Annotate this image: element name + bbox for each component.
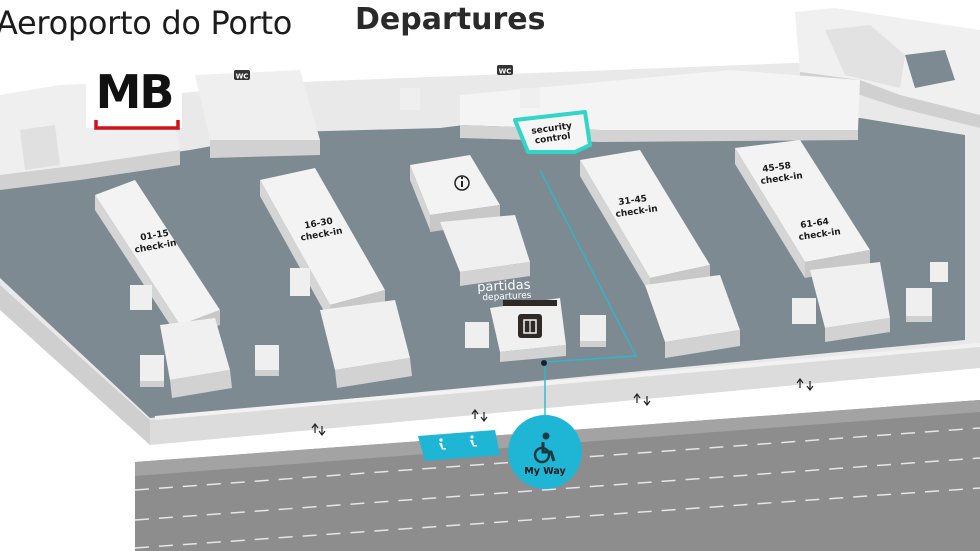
- airport-name: Aeroporto do Porto: [0, 4, 293, 42]
- mb-logo-text: MB: [96, 65, 173, 119]
- info-icon: [454, 175, 470, 191]
- door-arrows-icon: [311, 378, 814, 436]
- accessible-parking: [418, 430, 500, 461]
- checkin-island-45-64: [735, 140, 948, 342]
- wheelchair-icon: [439, 435, 477, 450]
- luggage-icon: [518, 314, 542, 338]
- checkin-island-01-15: [95, 180, 279, 398]
- checkin-island-31-45: [580, 150, 740, 358]
- partidas-label: partidas: [477, 278, 531, 296]
- route-point: [541, 360, 547, 366]
- checkin-range-45-58: 45-58: [762, 161, 792, 175]
- departures-small-label: departures: [482, 291, 532, 304]
- checkin-island-16-30: [260, 168, 412, 388]
- wc-icon: [234, 65, 513, 80]
- checkin-range-31-45: 31-45: [618, 194, 648, 208]
- partidas-bar: [503, 300, 557, 306]
- wc-label-2: WC: [499, 68, 512, 76]
- myway-badge[interactable]: [508, 415, 582, 489]
- checkin-range-61-64: 61-64: [800, 217, 830, 231]
- checkin-range-16-30: 16-30: [304, 217, 334, 232]
- checkin-range-01-15: 01-15: [140, 229, 170, 244]
- security-control-highlight: [513, 110, 592, 154]
- route-line: [539, 169, 638, 425]
- security-label-line2: control: [534, 132, 571, 147]
- wc-label-1: WC: [236, 73, 249, 81]
- myway-label[interactable]: My Way: [524, 466, 566, 477]
- mb-logo: [86, 60, 182, 130]
- entrance-doors: [154, 343, 980, 420]
- page-title: Departures: [355, 2, 546, 37]
- north-wing-buildings: [0, 8, 980, 190]
